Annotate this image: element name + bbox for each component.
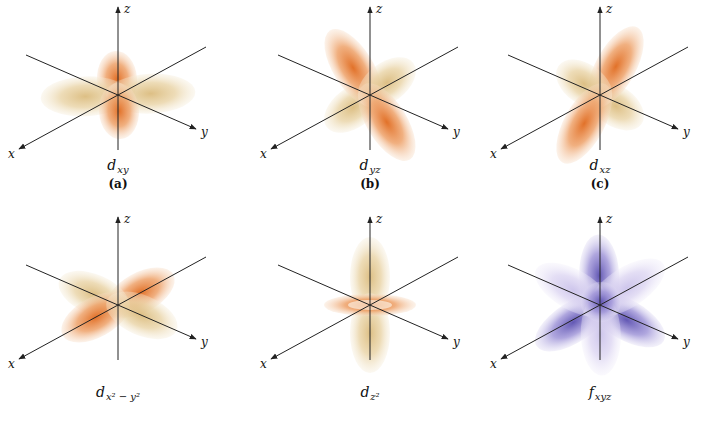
axis-line [19, 257, 206, 359]
orbital-name: dxz [590, 158, 611, 175]
axis-label: y [683, 336, 690, 348]
axis-line [118, 7, 119, 150]
axis-label: x [490, 148, 497, 160]
orbital-name: dxy [107, 158, 128, 175]
orbital-subscript: x² − y² [106, 392, 140, 402]
orbital-letter: d [107, 158, 116, 172]
orbital-name: dz² [360, 385, 379, 402]
orbital-letter: f [589, 385, 594, 399]
orbital-letter: d [96, 385, 105, 399]
axis-line [600, 217, 601, 360]
axis-label: x [8, 148, 15, 160]
axis-label: y [453, 126, 460, 138]
axis-label: x [260, 358, 267, 370]
orbital-panel [271, 7, 458, 170]
axis-line [370, 7, 371, 150]
axis-label: z [606, 213, 612, 225]
orbital-subscript: z² [370, 392, 379, 402]
orbital-lobe [347, 74, 427, 170]
orbital-lobe [576, 277, 625, 326]
panel-tag: (c) [591, 178, 610, 190]
axis-label: z [606, 3, 612, 15]
orbital-subscript: xyz [595, 392, 612, 402]
orbital-subscript: xz [600, 165, 611, 175]
axis-label: y [201, 336, 208, 348]
orbital-name: dyz [360, 158, 381, 175]
axis-line [370, 217, 371, 360]
orbital-letter: d [360, 158, 369, 172]
axis-label: z [124, 213, 130, 225]
axis-label: x [490, 358, 497, 370]
orbital-letter: d [360, 385, 369, 399]
orbital-subscript: yz [370, 165, 381, 175]
panel-tag: (b) [360, 178, 380, 190]
axis-line [118, 217, 119, 360]
axis-line [271, 257, 458, 359]
axis-line [271, 47, 458, 149]
orbital-lobe [545, 75, 623, 172]
axis-line [501, 47, 688, 149]
orbital-panel [19, 217, 206, 360]
axis-label: y [453, 336, 460, 348]
orbital-letter: d [590, 158, 599, 172]
orbital-panel [501, 217, 688, 376]
orbital-subscript: xy [117, 165, 128, 175]
axis-line [26, 265, 196, 339]
orbital-panel [19, 7, 206, 150]
axis-line [19, 47, 206, 149]
orbital-lobe [97, 82, 140, 140]
axis-line [278, 55, 448, 129]
axis-line [508, 55, 678, 129]
axis-line [501, 257, 688, 359]
panel-tag: (a) [108, 178, 127, 190]
axis-label: x [260, 148, 267, 160]
axis-label: z [376, 213, 382, 225]
orbital-panel [271, 217, 458, 373]
axis-label: y [683, 126, 690, 138]
axis-label: x [8, 358, 15, 370]
axis-line [600, 7, 601, 150]
axis-line [26, 55, 196, 129]
axis-label: z [376, 3, 382, 15]
axis-label: z [124, 3, 130, 15]
axis-line [508, 265, 678, 339]
axis-label: y [201, 126, 208, 138]
orbital-panel [501, 7, 688, 172]
axis-line [278, 265, 448, 339]
orbital-name: dx² − y² [96, 385, 140, 402]
orbital-name: fxyz [589, 385, 612, 402]
